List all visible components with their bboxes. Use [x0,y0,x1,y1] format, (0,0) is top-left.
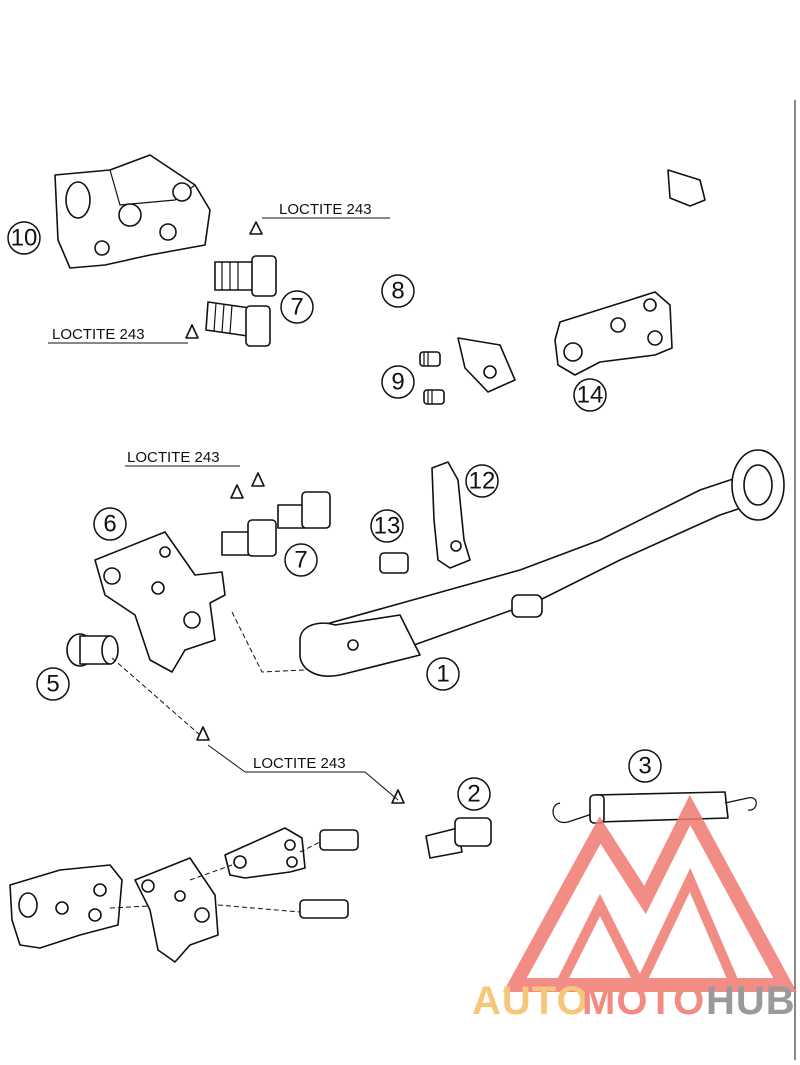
side-stand-part-1 [299,449,785,677]
watermark-text: AUTO MOTO HUB [472,979,796,1023]
switch-bracket-part-12 [431,461,471,569]
callout-7-lower: 7 [284,543,318,577]
svg-text:13: 13 [374,513,401,540]
sensor-cable-part-8 [430,105,706,393]
assembly-lead-1 [231,611,306,673]
callout-7-upper: 7 [280,290,314,324]
callout-13: 13 [370,509,404,543]
loctite-label-4: LOCTITE 243 [253,755,346,772]
callout-3: 3 [628,749,662,783]
svg-text:6: 6 [103,511,116,538]
callout-8: 8 [381,274,415,308]
bracket-part-10 [54,154,211,269]
pivot-bolt-part-5 [66,633,119,667]
svg-text:8: 8 [391,278,404,305]
screw-part-9-b [423,389,445,405]
svg-text:7: 7 [294,547,307,574]
assembly-lead-2 [111,657,201,736]
callout-14: 14 [573,378,607,412]
spring-part-3 [552,791,757,824]
watermark-auto: AUTO [472,979,589,1023]
watermark-hub: HUB [706,979,796,1023]
callout-1: 1 [426,657,460,691]
loctite-drop-6 [391,789,405,804]
sensor-plate-part-14 [554,291,673,376]
loctite-drop-2 [185,324,199,339]
bolt-part-7-lower-b [221,519,277,557]
svg-text:9: 9 [391,369,404,396]
loctite-label-2: LOCTITE 243 [52,326,145,343]
stand-bracket-part-6 [94,531,226,673]
loctite-drop-4 [251,472,265,487]
svg-text:12: 12 [469,468,496,495]
screw-part-9-a [419,351,441,367]
svg-text:2: 2 [467,781,480,808]
callout-9: 9 [381,365,415,399]
svg-text:1: 1 [436,661,449,688]
svg-text:5: 5 [46,671,59,698]
callout-6: 6 [93,507,127,541]
loctite-label-1: LOCTITE 243 [279,201,372,218]
loctite-drop-5 [196,726,210,741]
svg-text:10: 10 [11,225,38,252]
screw-part-13 [379,552,409,574]
svg-text:3: 3 [638,753,651,780]
stud-bolt-part-2 [425,817,492,859]
callout-2: 2 [457,777,491,811]
bolt-part-7-upper-b [205,301,271,347]
watermark-logo [503,794,797,992]
svg-text:7: 7 [290,294,303,321]
loctite-drop-1 [249,221,263,235]
bolt-part-7-lower-a [277,491,331,529]
callout-10: 10 [7,221,41,255]
bolt-part-7-upper-a [214,255,277,297]
svg-text:14: 14 [577,382,604,409]
callout-12: 12 [465,464,499,498]
callout-5: 5 [36,667,70,701]
loctite-label-3: LOCTITE 243 [127,449,220,466]
loctite-drop-3 [230,484,244,499]
assembled-view [9,827,359,963]
watermark-moto: MOTO [582,979,705,1023]
